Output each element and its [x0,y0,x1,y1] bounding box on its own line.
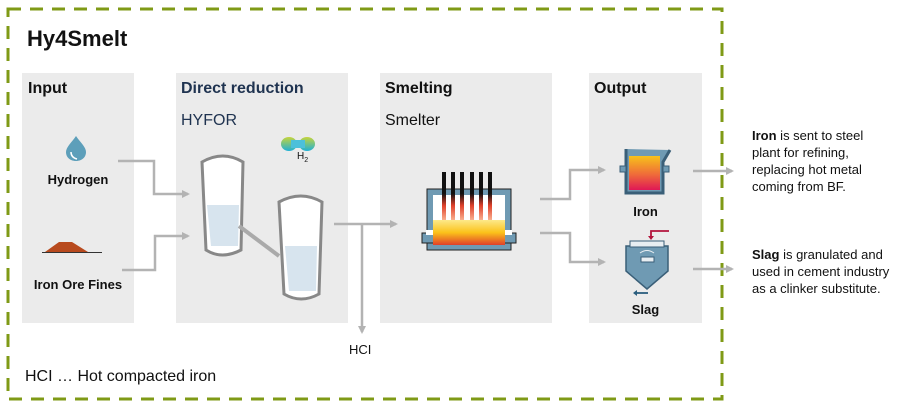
arrow-smelter-to-slag [540,231,606,266]
h2-subscript: 2 [304,157,309,164]
hydrogen-drop-icon [66,136,86,161]
iron-ore-heap-icon [42,242,102,253]
input-heading: Input [28,80,68,97]
direct-reduction-heading: Direct reduction [181,80,304,97]
hyfor-reactor-2-icon [277,194,324,301]
smelter-subheading: Smelter [385,112,441,129]
hci-output-label: HCI [349,342,372,357]
iron-ore-fines-label: Iron Ore Fines [33,277,123,292]
iron-note: Iron is sent to steel plant for refining… [752,127,892,195]
h2-label: H2 [297,151,308,164]
hyfor-reactor-1-icon [200,154,245,257]
iron-note-text: is sent to steel plant for refining, rep… [752,128,864,194]
slag-note-text: is granulated and used in cement industr… [752,247,890,296]
h2-symbol: H [297,151,305,162]
arrow-smelter-to-iron [540,166,606,201]
h2-molecule-icon [281,137,315,151]
footer-abbreviation: HCI … Hot compacted iron [25,368,217,385]
slag-granulator-icon [625,230,669,296]
arrow-ore-to-reactor [122,232,190,272]
panel-input [22,73,134,323]
slag-note-bold: Slag [752,247,780,262]
reactor-connector [237,224,281,258]
smelter-furnace-icon [421,172,517,251]
smelting-heading: Smelting [385,80,453,97]
hy4smelt-frame [6,7,724,401]
hydrogen-label: Hydrogen [47,172,109,187]
iron-label: Iron [633,204,658,219]
panel-direct-reduction [176,73,348,323]
hyfor-subheading: HYFOR [181,112,237,129]
iron-ladle-icon [619,149,672,195]
output-heading: Output [594,80,647,97]
slag-label: Slag [631,302,660,317]
arrow-hydrogen-to-reactor [118,159,190,198]
iron-note-bold: Iron [752,128,777,143]
slag-note: Slag is granulated and used in cement in… [752,246,892,297]
diagram-title: Hy4Smelt [27,26,128,51]
